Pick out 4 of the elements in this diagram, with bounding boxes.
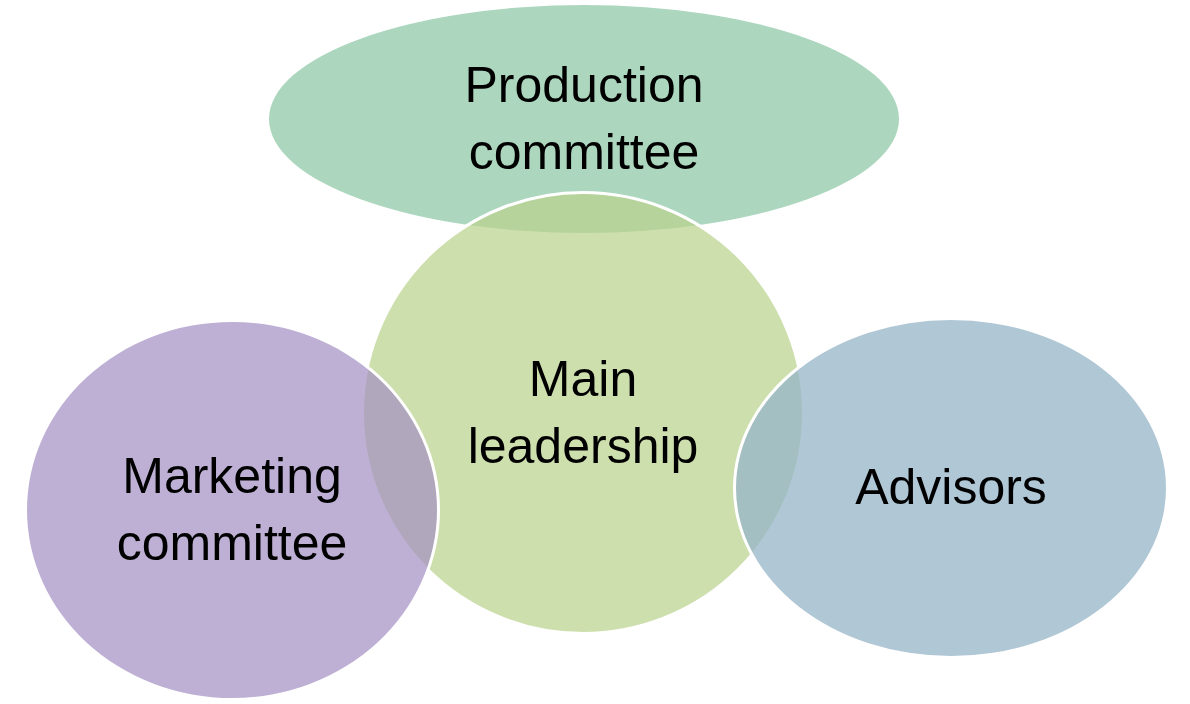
node-label: Main leadership [466, 349, 700, 476]
node-label: Advisors [855, 458, 1047, 518]
node-label: Production committee [463, 55, 705, 182]
node-label: Marketing committee [115, 446, 349, 573]
